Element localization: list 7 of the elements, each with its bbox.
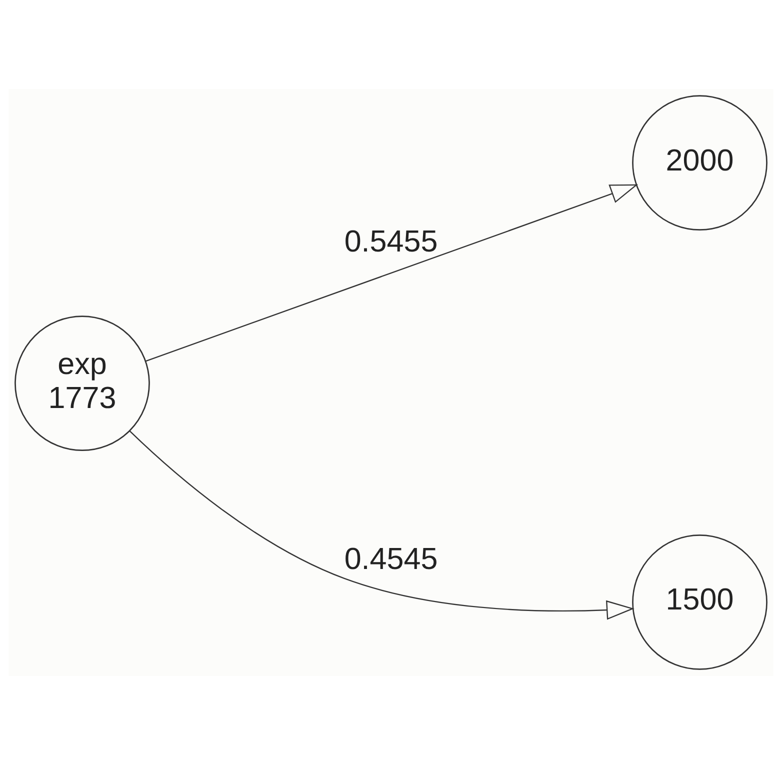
arrow	[145, 184, 638, 362]
arrow	[129, 430, 634, 620]
node-circle: 2000	[632, 94, 768, 230]
node-circle: 1500	[632, 534, 768, 670]
edge-label: 0.5455	[344, 224, 438, 258]
node-circle: exp 1773	[14, 315, 150, 451]
edge-label: 0.4545	[344, 541, 438, 576]
